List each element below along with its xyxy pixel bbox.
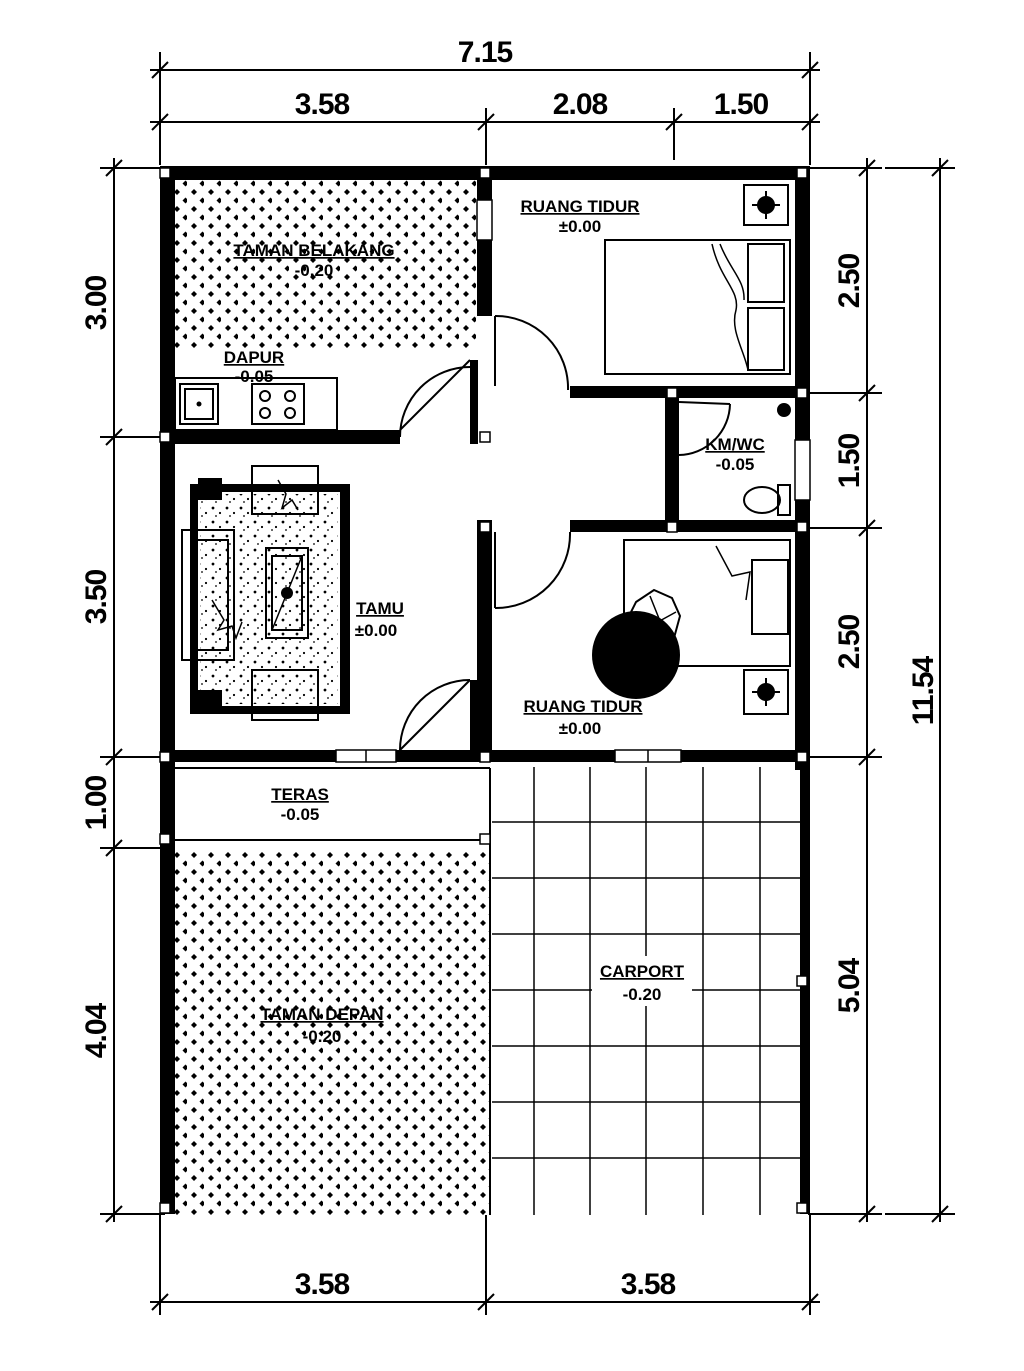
carport-label-bg (592, 956, 692, 1006)
room-name-tamu: TAMU (356, 599, 404, 618)
taman-depan-area (175, 850, 489, 1215)
toilet-icon (743, 403, 791, 516)
dim-left-1: 3.00 (80, 275, 113, 330)
room-level-tamu: ±0.00 (355, 621, 397, 640)
dim-top-left: 3.58 (295, 88, 350, 121)
taman-belakang-area (175, 180, 477, 348)
room-name-taman-depan: TAMAN DEPAN (260, 1005, 383, 1024)
bed-2 (592, 539, 791, 699)
dim-right-4: 5.04 (833, 957, 866, 1013)
dim-left-3: 1.00 (80, 775, 113, 830)
dim-right-1: 2.50 (833, 253, 866, 308)
bed-1 (604, 239, 791, 375)
dim-left-2: 3.50 (80, 569, 113, 624)
room-level-teras: -0.05 (281, 805, 320, 824)
dim-bottom-left: 3.58 (295, 1268, 350, 1301)
room-level-carport: -0.20 (623, 985, 662, 1004)
dim-top-total: 7.15 (458, 36, 513, 69)
lamp-icon (743, 669, 789, 715)
dim-right-total: 11.54 (907, 655, 940, 725)
room-level-dapur: -0.05 (235, 367, 274, 386)
room-level-taman-depan: -0.20 (303, 1027, 342, 1046)
living-room-furniture (181, 465, 350, 721)
windows (335, 199, 811, 763)
dim-left-4: 4.04 (80, 1002, 113, 1058)
room-name-km-wc: KM/WC (705, 435, 764, 454)
dim-top-mid: 2.08 (553, 88, 608, 121)
dimension-lines (100, 52, 955, 1315)
room-level-ruang-tidur-1: ±0.00 (559, 217, 601, 236)
room-name-ruang-tidur-1: RUANG TIDUR (521, 197, 640, 216)
dim-right-3: 2.50 (833, 614, 866, 669)
doors (399, 314, 731, 751)
room-name-carport: CARPORT (600, 962, 685, 981)
room-level-km-wc: -0.05 (716, 455, 755, 474)
room-level-taman-belakang: -0.20 (295, 261, 334, 280)
dim-right-2: 1.50 (833, 433, 866, 488)
dim-top-right: 1.50 (714, 88, 769, 121)
room-name-taman-belakang: TAMAN BELAKANG (233, 241, 394, 260)
lamp-icon (743, 184, 789, 226)
dim-bottom-right: 3.58 (621, 1268, 676, 1301)
room-level-ruang-tidur-2: ±0.00 (559, 719, 601, 738)
kitchen-counter (174, 377, 338, 431)
room-name-dapur: DAPUR (224, 348, 284, 367)
column-markers (159, 167, 808, 1214)
room-name-ruang-tidur-2: RUANG TIDUR (524, 697, 643, 716)
room-name-teras: TERAS (271, 785, 329, 804)
